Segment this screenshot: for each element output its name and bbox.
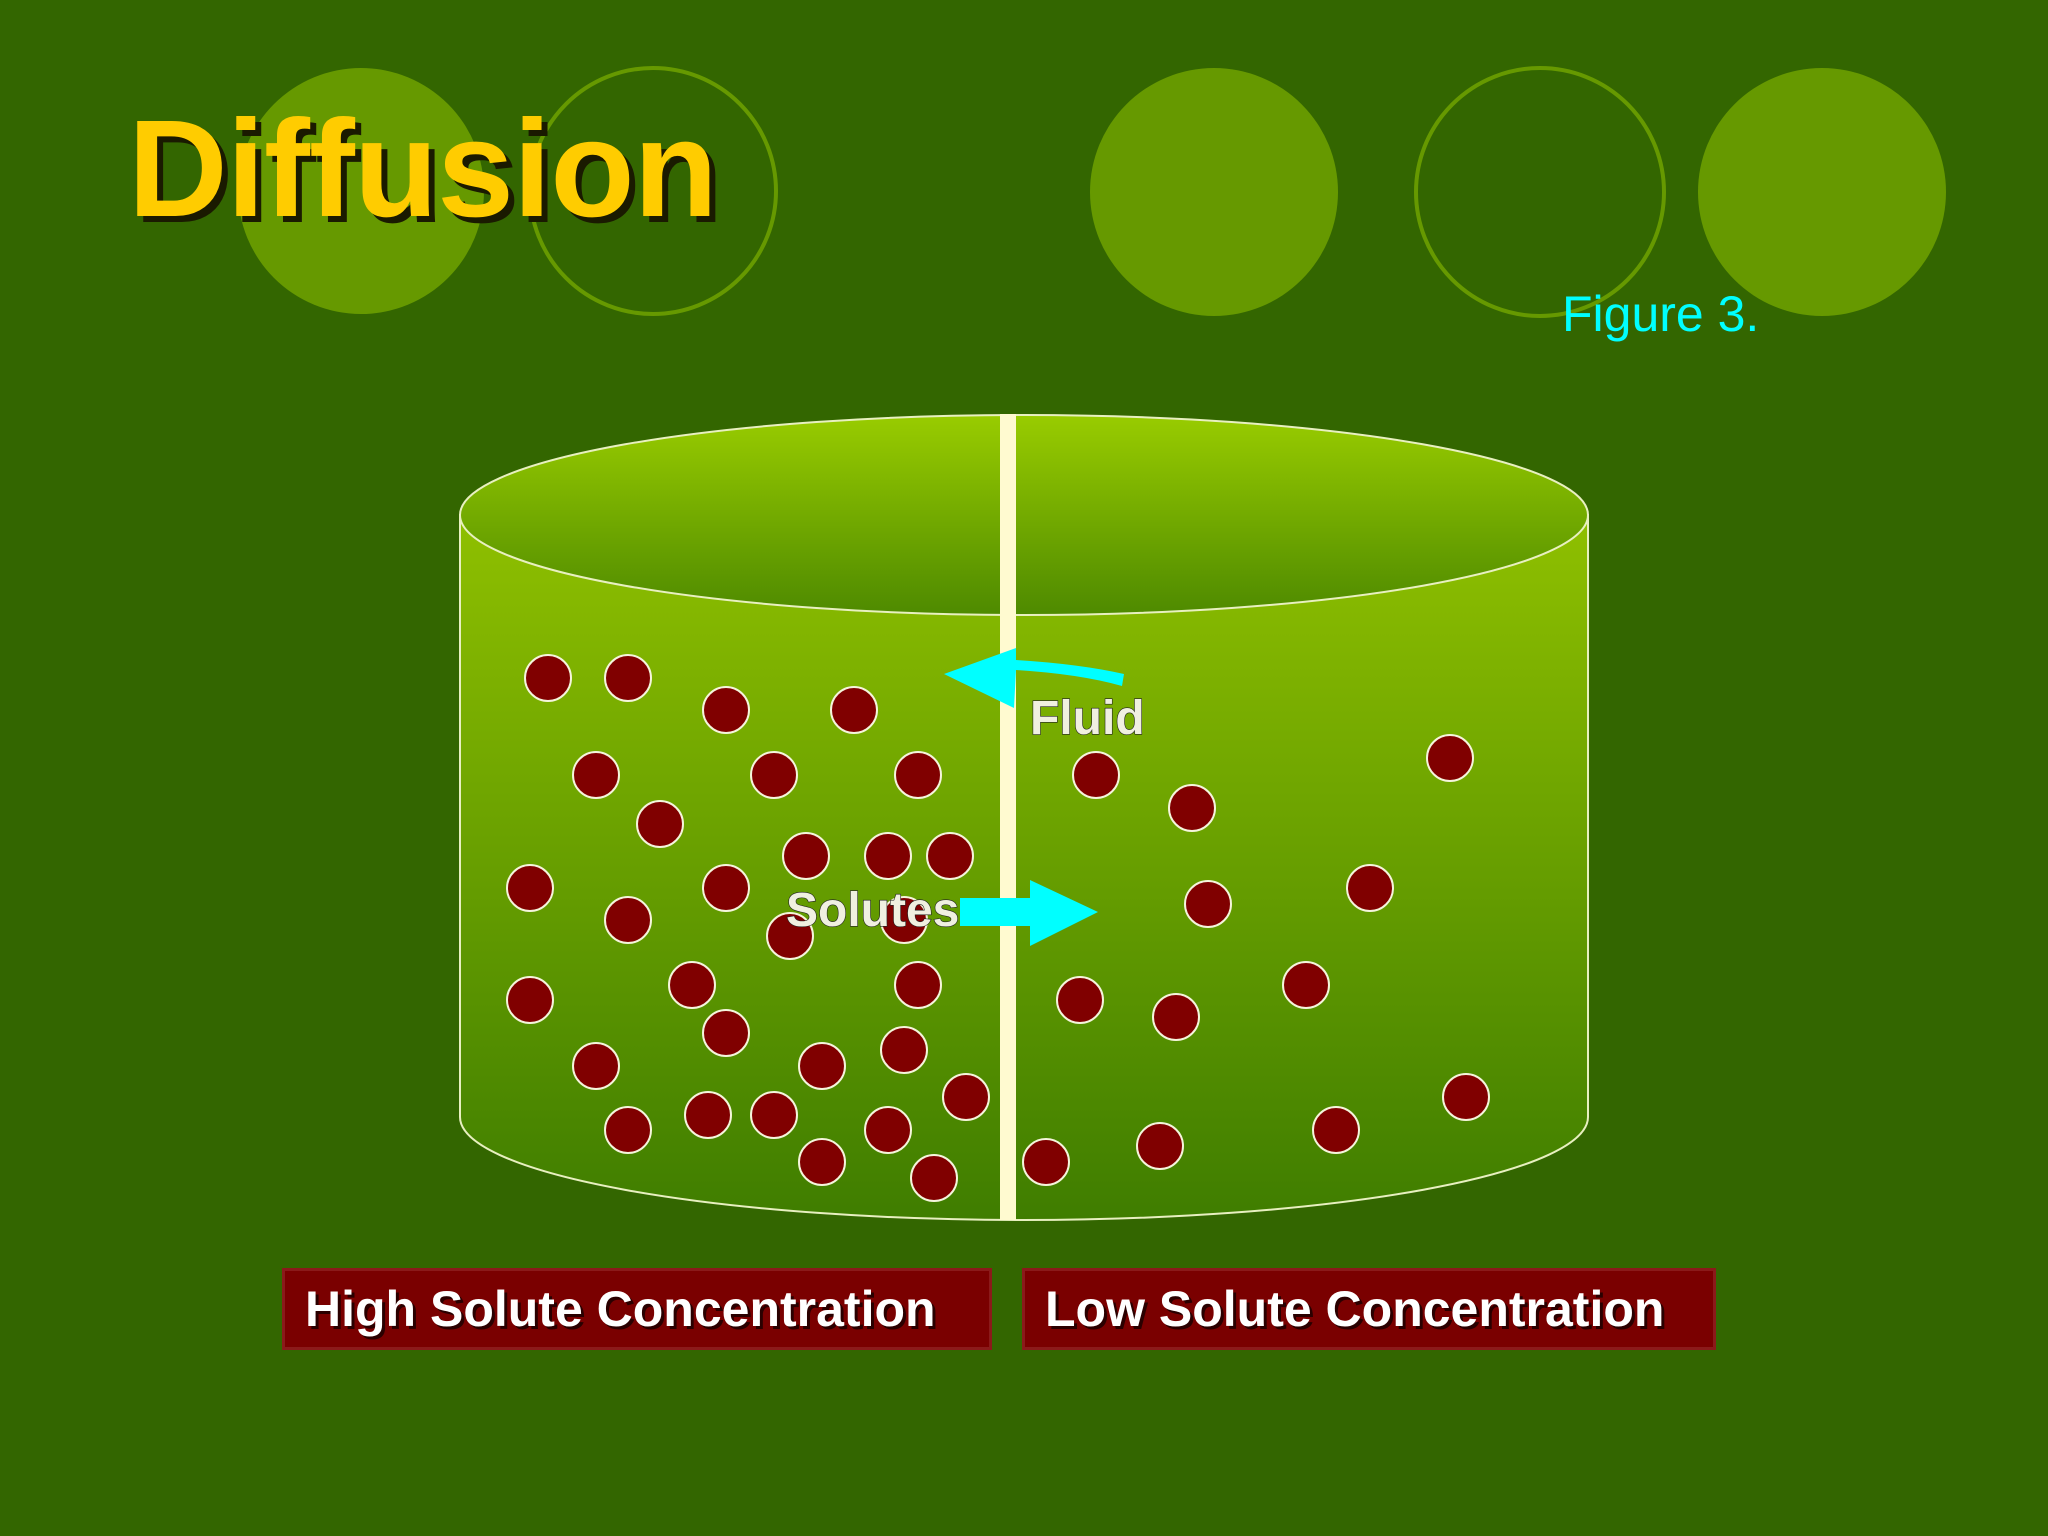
solute-particle xyxy=(750,1091,798,1139)
solute-particle xyxy=(894,751,942,799)
container-top xyxy=(459,414,1589,616)
decor-circle-1 xyxy=(238,68,484,314)
decor-ring-1 xyxy=(528,66,778,316)
solute-particle xyxy=(750,751,798,799)
solute-particle xyxy=(1426,734,1474,782)
solute-particle xyxy=(702,864,750,912)
solute-particle xyxy=(1312,1106,1360,1154)
solute-particle xyxy=(1168,784,1216,832)
decor-ring-2 xyxy=(1414,66,1666,318)
fluid-arrow xyxy=(944,648,1124,708)
solute-particle xyxy=(702,686,750,734)
high-concentration-label: High Solute Concentration xyxy=(282,1268,992,1350)
slide-title: Diffusion xyxy=(128,92,718,246)
solute-particle xyxy=(864,832,912,880)
solute-particle xyxy=(1442,1073,1490,1121)
solute-particle xyxy=(894,961,942,1009)
solute-group xyxy=(506,654,1490,1202)
solute-particle xyxy=(1152,993,1200,1041)
solute-particle xyxy=(880,1026,928,1074)
solute-particle xyxy=(506,976,554,1024)
solute-particle xyxy=(766,912,814,960)
solute-particle xyxy=(798,1042,846,1090)
fluid-label: Fluid xyxy=(1030,692,1145,745)
solute-particle xyxy=(880,896,928,944)
solute-particle xyxy=(572,1042,620,1090)
solute-particle xyxy=(684,1091,732,1139)
low-concentration-label: Low Solute Concentration xyxy=(1022,1268,1716,1350)
solute-particle xyxy=(1056,976,1104,1024)
solutes-label: Solutes xyxy=(786,884,959,937)
solute-particle xyxy=(604,1106,652,1154)
solutes-arrow xyxy=(960,880,1098,946)
solute-particle xyxy=(524,654,572,702)
solute-particle xyxy=(1136,1122,1184,1170)
decor-circle-2 xyxy=(1090,68,1338,316)
figure-label: Figure 3. xyxy=(1562,286,1760,342)
solute-particle xyxy=(926,832,974,880)
solute-particle xyxy=(604,896,652,944)
solute-particle xyxy=(604,654,652,702)
solute-particle xyxy=(1282,961,1330,1009)
solute-particle xyxy=(1022,1138,1070,1186)
solute-particle xyxy=(702,1009,750,1057)
solute-particle xyxy=(572,751,620,799)
solute-particle xyxy=(506,864,554,912)
solute-particle xyxy=(636,800,684,848)
solute-particle xyxy=(1346,864,1394,912)
decor-circle-3 xyxy=(1698,68,1946,316)
solute-particle xyxy=(910,1154,958,1202)
solute-particle xyxy=(798,1138,846,1186)
solute-particle xyxy=(782,832,830,880)
solute-particle xyxy=(668,961,716,1009)
solute-particle xyxy=(1072,751,1120,799)
membrane xyxy=(1000,414,1016,1220)
solute-particle xyxy=(830,686,878,734)
solute-particle xyxy=(1184,880,1232,928)
solute-particle xyxy=(942,1073,990,1121)
solute-particle xyxy=(864,1106,912,1154)
